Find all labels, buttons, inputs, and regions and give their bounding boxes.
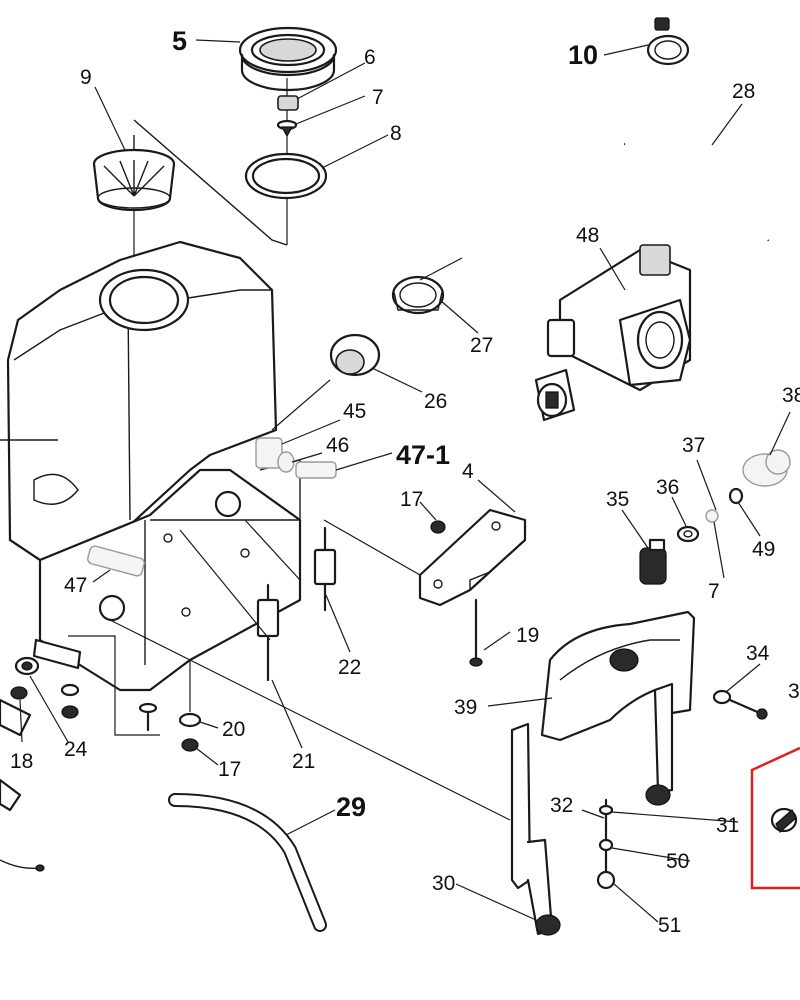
plug-6 — [277, 95, 299, 111]
callout-47-1: 47-1 — [396, 440, 450, 470]
callout-36: 36 — [656, 476, 679, 499]
callout-49: 49 — [752, 538, 775, 561]
fitting-27 — [391, 275, 445, 315]
callout-32: 32 — [550, 794, 573, 817]
screw-20-area — [138, 702, 202, 752]
callout-28: 28 — [732, 80, 755, 103]
bolt-34 — [712, 689, 768, 720]
screw-19 — [469, 598, 483, 667]
callout-27: 27 — [470, 334, 493, 357]
callout-39: 39 — [454, 696, 477, 719]
clamp-10 — [646, 17, 690, 66]
washer-24 — [14, 656, 40, 676]
hose-29 — [168, 793, 327, 932]
callout-30: 30 — [432, 872, 455, 895]
callout-17-upper: 17 — [400, 488, 423, 511]
callout-21: 21 — [292, 750, 315, 773]
bolt-47-1 — [295, 461, 337, 479]
seal-ring-8 — [244, 152, 328, 200]
strainer-9 — [92, 148, 176, 212]
ring-49 — [728, 487, 744, 505]
main-tank — [0, 240, 302, 692]
valve-7-right — [705, 509, 719, 523]
callout-37: 37 — [682, 434, 705, 457]
callout-labels: 5 6 7 8 9 10 28 48 27 26 45 46 47-1 4 17… — [10, 26, 800, 937]
nut-17-upper — [430, 520, 446, 534]
callout-51: 51 — [658, 914, 681, 937]
inline-filter-22 — [313, 526, 337, 612]
frame-39 — [510, 610, 696, 936]
callout-46: 46 — [326, 434, 349, 457]
callout-31: 31 — [716, 814, 739, 837]
callout-38: 38 — [782, 384, 800, 407]
callout-17-lower: 17 — [218, 758, 241, 781]
callout-6: 6 — [364, 46, 376, 69]
callout-20: 20 — [222, 718, 245, 741]
inline-filter-21 — [256, 583, 280, 682]
callout-5: 5 — [172, 26, 187, 56]
bracket-4 — [418, 508, 527, 607]
callout-29: 29 — [336, 792, 366, 822]
callout-24: 24 — [64, 738, 88, 761]
left-edge-parts — [0, 698, 45, 872]
left-hardware-stack — [32, 638, 82, 719]
callout-22: 22 — [338, 656, 361, 679]
nut-18 — [10, 686, 28, 700]
foot-right — [645, 784, 671, 806]
washer-36 — [676, 525, 700, 543]
callout-4: 4 — [462, 460, 474, 483]
bolt-47 — [87, 545, 145, 577]
callout-8: 8 — [390, 122, 402, 145]
fitting-38 — [742, 449, 791, 487]
valve-7-top — [276, 119, 298, 138]
highlight-box — [750, 746, 800, 890]
washer-46 — [277, 451, 295, 473]
cap-26 — [329, 333, 381, 377]
callout-19: 19 — [516, 624, 539, 647]
callout-9: 9 — [80, 66, 92, 89]
callout-7-top: 7 — [372, 86, 384, 109]
callout-34: 34 — [746, 642, 770, 665]
leader-lines — [19, 39, 791, 923]
callout-50: 50 — [666, 850, 689, 873]
nozzle-35 — [639, 538, 667, 585]
callout-10: 10 — [568, 40, 598, 70]
callout-35: 35 — [606, 488, 629, 511]
callout-48: 48 — [576, 224, 599, 247]
callout-47: 47 — [64, 574, 87, 597]
hose-28 — [623, 136, 772, 244]
callout-7-right: 7 — [708, 580, 720, 603]
callout-18: 18 — [10, 750, 33, 773]
foot-30 — [535, 914, 561, 936]
callout-3-edge: 3 — [788, 680, 800, 703]
callout-45: 45 — [343, 400, 366, 423]
rod-31 — [596, 798, 616, 890]
pump-48 — [534, 244, 692, 422]
cap-5 — [238, 26, 338, 92]
callout-26: 26 — [424, 390, 447, 413]
